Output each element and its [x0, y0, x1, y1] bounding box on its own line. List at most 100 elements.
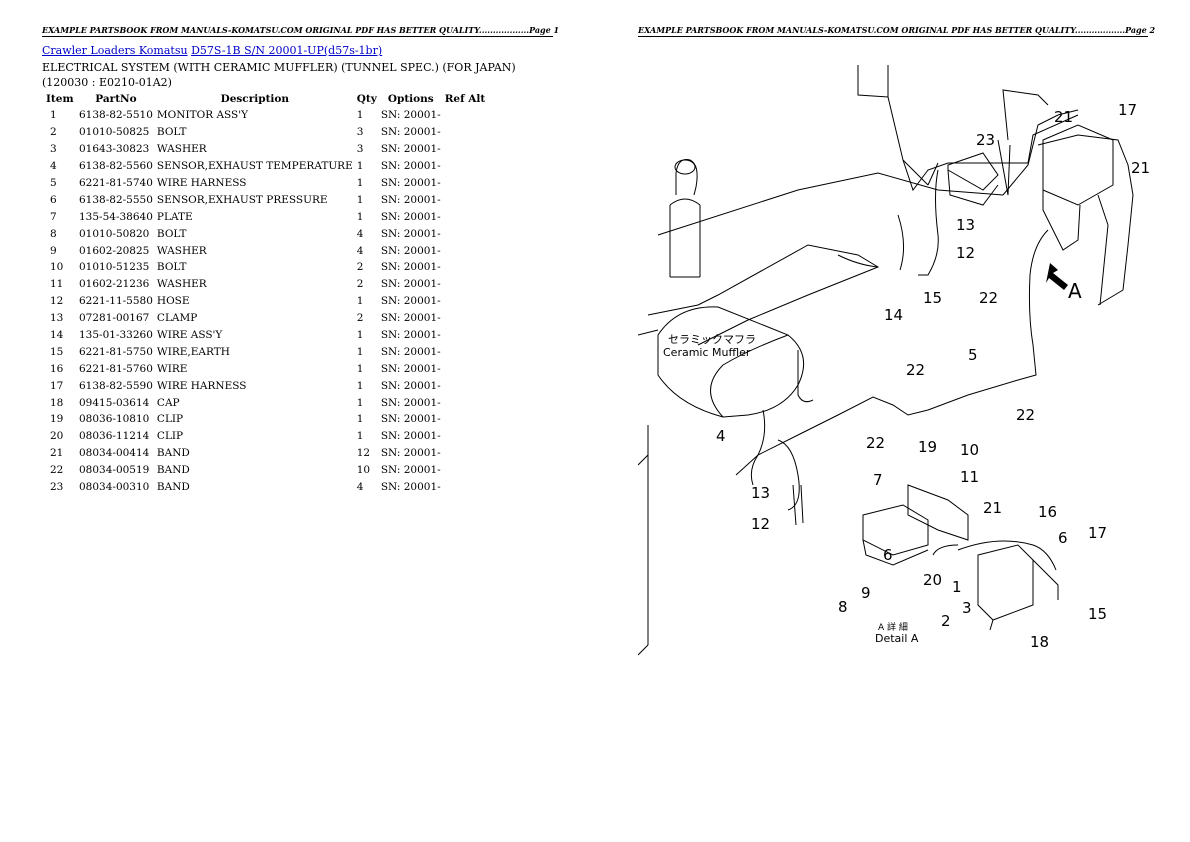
callout-20: 20 [923, 571, 942, 589]
callout-12-top: 12 [956, 244, 975, 262]
cell-partno: 08034-00519 [79, 464, 150, 477]
cell-item: 14 [50, 329, 64, 342]
cell-qty: 1 [356, 193, 364, 206]
cell-item: 16 [50, 362, 64, 375]
cell-qty: 1 [356, 379, 364, 392]
cell-partno: 08034-00310 [79, 481, 150, 494]
callout-17-detail: 17 [1088, 524, 1107, 542]
cell-ref-alt [445, 191, 493, 208]
cell-ref-alt [445, 276, 493, 293]
cell-item: 5 [50, 177, 57, 189]
cell-partno: 01602-21236 [79, 278, 150, 291]
cell-description: CLIP [156, 430, 184, 443]
detail-label-jp: A 詳 細 [878, 621, 908, 633]
cell-ref-alt [445, 141, 493, 158]
callout-9: 9 [861, 584, 871, 602]
cell-options: SN: 20001- [380, 447, 441, 460]
cell-description: BOLT [156, 227, 187, 240]
callout-18: 18 [1030, 633, 1049, 651]
cell-options: SN: 20001- [380, 430, 441, 443]
cell-ref-alt [445, 293, 493, 310]
cell-description: WIRE HARNESS [156, 379, 247, 392]
cell-qty: 1 [356, 413, 364, 426]
cell-qty: 4 [356, 227, 364, 240]
cell-description: BOLT [156, 126, 187, 139]
cell-partno: 6221-81-5740 [79, 177, 153, 189]
cell-options: SN: 20001- [380, 143, 441, 156]
cell-ref-alt [445, 377, 493, 394]
cell-partno: 01643-30823 [79, 143, 150, 156]
cell-item: 23 [50, 481, 64, 494]
cell-item: 10 [50, 261, 64, 274]
cell-qty: 1 [356, 329, 364, 342]
cell-partno: 01010-50825 [79, 126, 150, 139]
cell-qty: 1 [356, 430, 364, 443]
breadcrumb-link-crawler-loaders[interactable]: Crawler Loaders Komatsu [42, 44, 188, 57]
cell-options: SN: 20001- [380, 210, 441, 223]
cell-description: SENSOR,EXHAUST TEMPERATURE [156, 160, 353, 173]
cell-qty: 4 [356, 481, 364, 494]
cell-description: SENSOR,EXHAUST PRESSURE [156, 193, 328, 206]
cell-description: BAND [156, 481, 190, 494]
cell-partno: 01010-50820 [79, 227, 150, 240]
callout-22-lower: 22 [866, 434, 885, 452]
cell-options: SN: 20001- [380, 160, 441, 173]
cell-item: 3 [50, 143, 57, 156]
col-header-description: Description [220, 93, 290, 105]
cell-description: BAND [156, 447, 190, 460]
cell-partno: 6221-81-5750 [79, 345, 153, 358]
cell-partno: 07281-00167 [79, 312, 150, 325]
cell-description: BAND [156, 464, 190, 477]
cell-item: 9 [50, 244, 57, 257]
cell-options: SN: 20001- [380, 261, 441, 274]
cell-item: 15 [50, 345, 64, 358]
cell-qty: 1 [356, 362, 364, 375]
table-row: 8 01010-50820 BOLT 4 SN: 20001- [46, 225, 493, 242]
cell-qty: 1 [356, 210, 364, 223]
cell-ref-alt [445, 327, 493, 344]
cell-options: SN: 20001- [380, 278, 441, 291]
cell-item: 22 [50, 464, 64, 477]
cell-qty: 1 [356, 396, 364, 409]
cell-ref-alt [445, 208, 493, 225]
cell-qty: 1 [356, 160, 364, 173]
cell-item: 1 [50, 109, 57, 122]
cell-options: SN: 20001- [380, 329, 441, 342]
cell-item: 19 [50, 413, 64, 426]
callout-5-top: 5 [968, 346, 978, 364]
cell-qty: 2 [356, 261, 364, 274]
cell-options: SN: 20001- [380, 244, 441, 257]
cell-description: BOLT [156, 261, 187, 274]
callout-4: 4 [716, 427, 726, 445]
parts-diagram: 23 21 17 21 13 12 14 15 22 A 5 22 22 4 2… [638, 65, 1150, 656]
cell-ref-alt [445, 175, 493, 192]
callout-22-right: 22 [1016, 406, 1035, 424]
cell-partno: 09415-03614 [79, 396, 150, 409]
cell-options: SN: 20001- [380, 396, 441, 409]
breadcrumb-link-model[interactable]: D57S-1B S/N 20001-UP(d57s-1br) [191, 44, 383, 57]
callout-16: 16 [1038, 503, 1057, 521]
detail-label-en: Detail A [875, 632, 919, 645]
col-header-partno: PartNo [95, 93, 137, 105]
cell-qty: 1 [356, 345, 364, 358]
cell-ref-alt [445, 107, 493, 124]
cell-partno: 6138-82-5590 [79, 379, 153, 392]
parts-table-header: Item PartNo Description Qty Options Ref … [46, 91, 493, 107]
muffler-label-jp: セラミックマフラ [668, 333, 756, 346]
cell-item: 8 [50, 227, 57, 240]
cell-options: SN: 20001- [380, 345, 441, 358]
col-header-qty: Qty [356, 93, 377, 105]
arrow-label-a: A [1068, 279, 1082, 303]
page-header-left: EXAMPLE PARTSBOOK FROM MANUALS-KOMATSU.C… [42, 25, 560, 37]
parts-table: Item PartNo Description Qty Options Ref … [46, 91, 493, 495]
cell-ref-alt [445, 445, 493, 462]
cell-options: SN: 20001- [380, 227, 441, 240]
cell-item: 12 [50, 295, 64, 308]
